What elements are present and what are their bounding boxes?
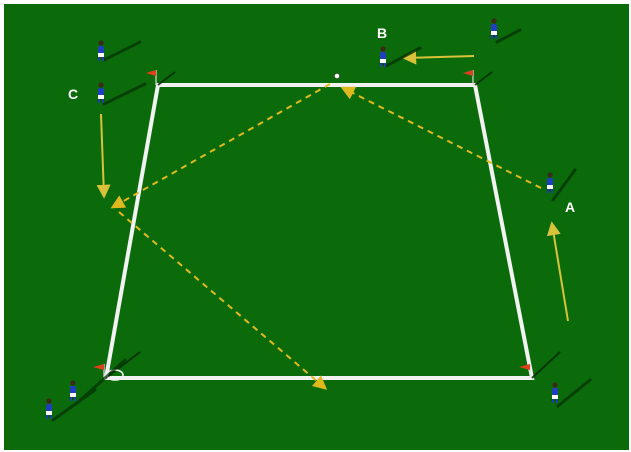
label-a: A <box>565 199 575 215</box>
ball-icon <box>334 73 339 78</box>
label-c: C <box>68 86 78 102</box>
label-b: B <box>377 25 387 41</box>
